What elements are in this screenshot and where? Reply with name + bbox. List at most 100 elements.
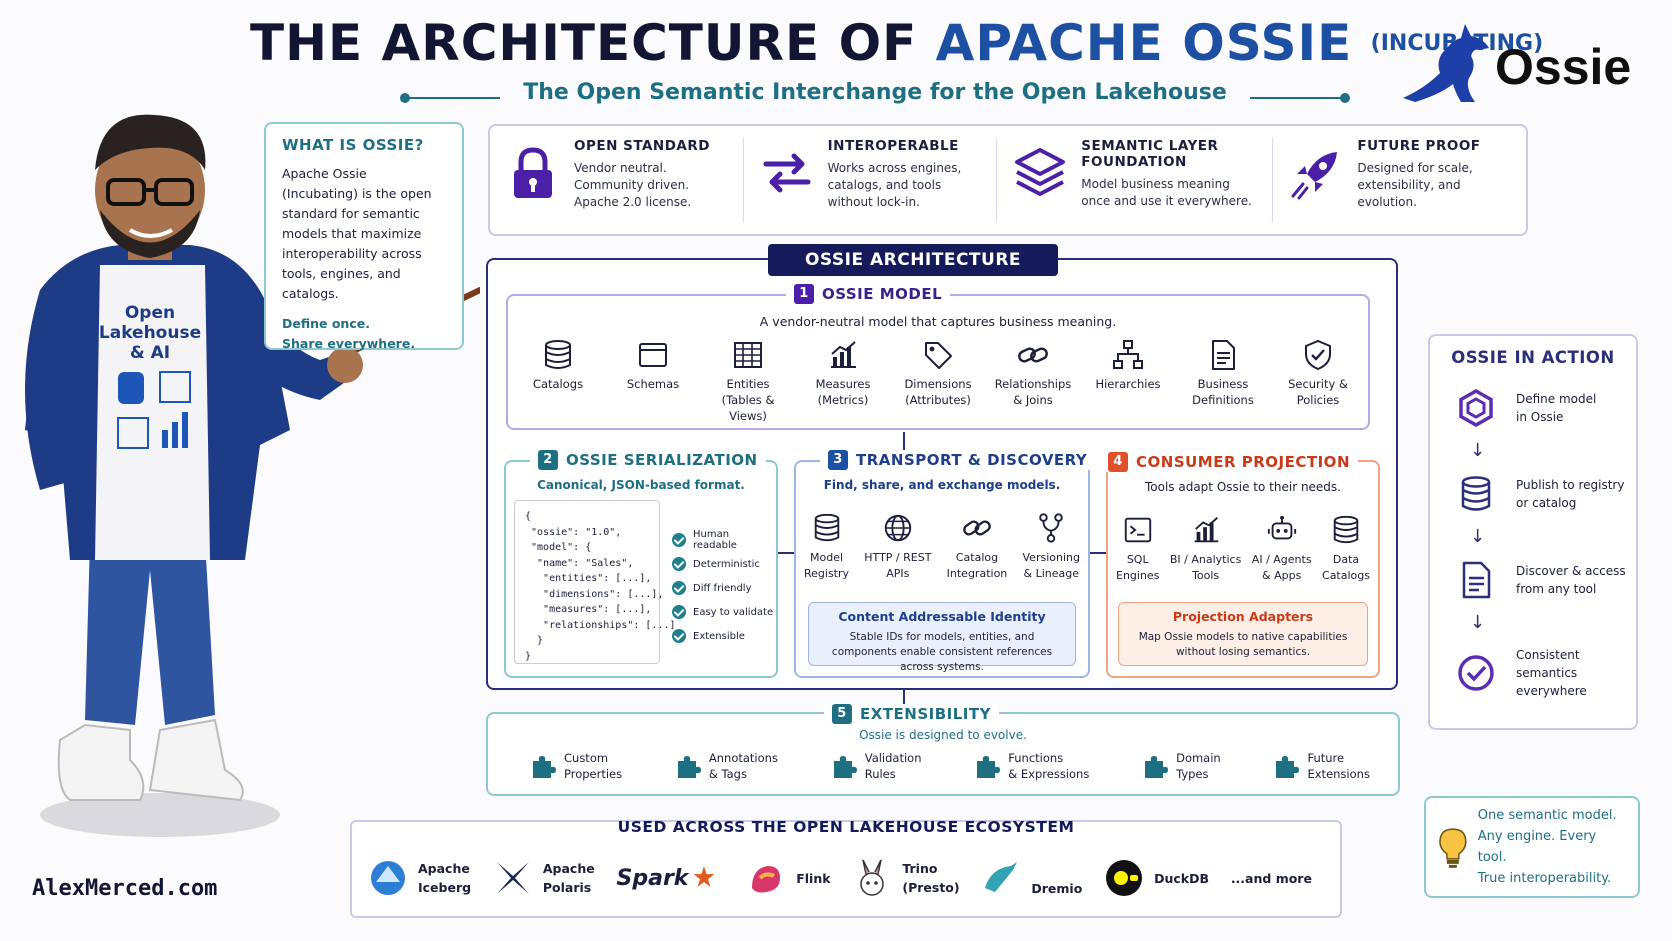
callout-line-2: Any engine. Every tool.	[1477, 829, 1597, 865]
layers-icon	[1015, 148, 1066, 196]
check-circle-icon	[672, 581, 686, 595]
iceberg-logo-icon	[371, 861, 405, 895]
model-number: 1	[794, 284, 814, 304]
check-circle-icon	[672, 533, 686, 547]
presenter-illustration: Open Lakehouse & AI	[25, 114, 480, 837]
what-body: Apache Ossie (Incubating) is the open st…	[282, 166, 432, 301]
model-item-entities: Entities(Tables & Views)	[702, 338, 794, 423]
document-icon	[1212, 340, 1235, 370]
check-item: Human readable	[672, 528, 776, 552]
extensibility-item: Functions& Expressions	[974, 746, 1089, 786]
feature-body: Designed for scale, extensibility, and e…	[1357, 161, 1473, 209]
consumer-item-ai: AI / Agents& Apps	[1252, 514, 1312, 584]
down-arrow-icon: ↓	[1470, 440, 1486, 461]
check-item: Extensible	[672, 624, 776, 648]
subtitle-dot-left	[400, 93, 410, 103]
eco-flink: Flink	[746, 858, 831, 898]
what-is-ossie-card: WHAT IS OSSIE? Apache Ossie (Incubating)…	[264, 122, 464, 351]
extensibility-section	[486, 712, 1400, 796]
check-item: Diff friendly	[672, 576, 776, 600]
hair	[95, 114, 206, 170]
transport-title: TRANSPORT & DISCOVERY	[856, 451, 1088, 469]
what-title: WHAT IS OSSIE?	[282, 136, 424, 154]
puzzle-icon	[1276, 756, 1300, 778]
projection-adapters-body: Map Ossie models to native capabilities …	[1138, 631, 1348, 658]
ecosystem-bar	[350, 820, 1342, 918]
transport-item-versioning: Versioning& Lineage	[1023, 512, 1080, 582]
check-circle-icon	[672, 605, 686, 619]
projection-adapters-title: Projection Adapters	[1172, 609, 1314, 624]
spark-logo-icon	[694, 866, 715, 888]
table-grid-icon	[734, 342, 762, 368]
duckdb-logo-icon	[1106, 860, 1143, 896]
shoe-left	[57, 723, 145, 801]
check-circle-icon	[672, 629, 686, 643]
eco-dremio: Dremio	[981, 858, 1082, 898]
hand	[327, 347, 363, 383]
flink-logo-icon	[752, 866, 781, 893]
document-icon	[1462, 561, 1491, 599]
feature-title: INTEROPERABLE	[827, 138, 959, 154]
eco-duckdb: DuckDB	[1104, 858, 1209, 898]
connector-transport-consumer	[1090, 552, 1106, 554]
hierarchy-icon	[1113, 340, 1143, 369]
connector-model-transport	[903, 432, 905, 450]
chain-link-icon	[963, 520, 991, 536]
feature-body: Works across engines, catalogs, and tool…	[827, 161, 962, 209]
extensibility-heading: 5 EXTENSIBILITY	[824, 704, 999, 724]
arm-left	[25, 290, 80, 490]
shadow	[40, 793, 280, 837]
check-item: Easy to validate	[672, 600, 776, 624]
puzzle-icon	[977, 756, 1001, 778]
padlock-icon	[514, 147, 552, 198]
rocket-icon	[1291, 152, 1338, 200]
database-icon	[814, 513, 839, 542]
branch-icon	[1039, 513, 1064, 543]
eco-trino: Trino(Presto)	[852, 858, 960, 898]
dremio-logo-icon	[985, 862, 1018, 892]
connector-arch-extensibility	[903, 690, 905, 712]
shield-check-icon	[1305, 339, 1331, 371]
terminal-icon	[1124, 517, 1151, 543]
feature-body: Model business meaning once and use it e…	[1081, 177, 1252, 208]
extensibility-description: Ossie is designed to evolve.	[859, 728, 1027, 742]
model-item-measures: Measures(Metrics)	[797, 338, 889, 418]
connector-ser-transport	[778, 552, 794, 554]
polaris-logo-icon	[496, 862, 529, 894]
model-item-hierarchies: Hierarchies	[1082, 338, 1174, 418]
feature-semantic-layer: SEMANTIC LAYER FOUNDATION Model business…	[997, 138, 1274, 222]
subtitle-line-left	[408, 97, 500, 99]
feature-body: Vendor neutral. Community driven. Apache…	[574, 161, 692, 209]
site-url[interactable]: AlexMerced.com	[32, 876, 218, 901]
consumer-title: CONSUMER PROJECTION	[1136, 453, 1350, 471]
feature-open-standard: OPEN STANDARD Vendor neutral. Community …	[490, 138, 744, 222]
model-item-relationships: Relationships& Joins	[987, 338, 1079, 418]
schema-window-icon	[639, 343, 667, 367]
eco-and-more: ...and more	[1230, 870, 1312, 886]
serialization-number: 2	[538, 450, 558, 470]
tag-icon	[925, 342, 952, 369]
check-circle-icon	[672, 557, 686, 571]
t-shirt	[95, 265, 210, 560]
model-item-catalogs: Catalogs	[512, 338, 604, 418]
bar-chart-icon	[1194, 517, 1218, 543]
shoe-right	[148, 718, 244, 802]
model-item-security: Security &Policies	[1272, 338, 1364, 418]
check-circle-icon	[1458, 655, 1494, 691]
extensibility-number: 5	[832, 704, 852, 724]
bar-chart-icon	[831, 341, 856, 368]
ossie-logo: Ossie	[1395, 18, 1655, 108]
